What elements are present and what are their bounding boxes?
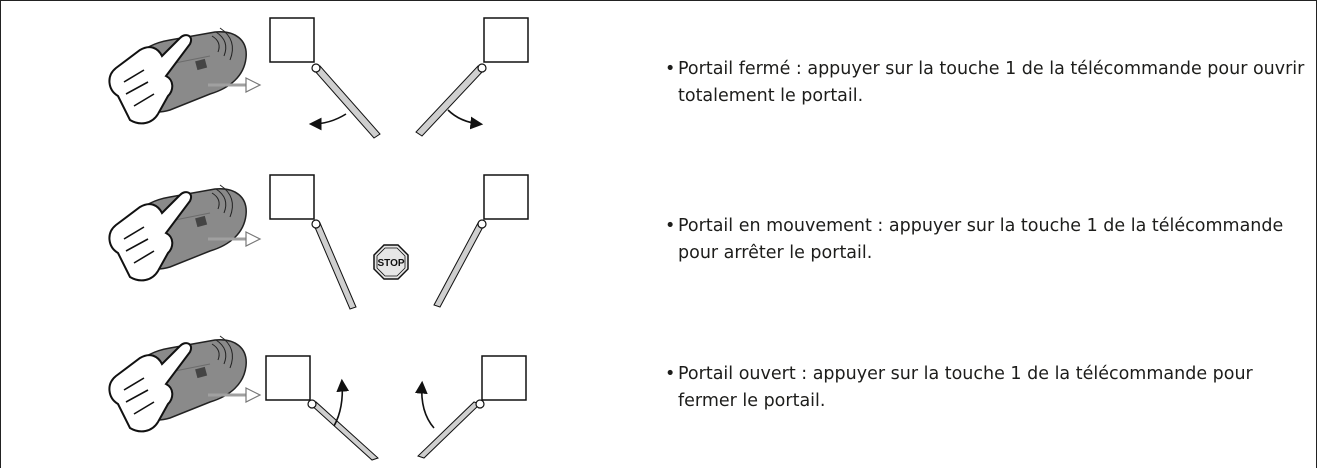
hand-icon xyxy=(108,342,192,433)
gate-leaf-right xyxy=(415,63,487,137)
instruction-row-closed: • Portail fermé : appuyer sur la touche … xyxy=(0,10,1318,160)
pillar-right xyxy=(483,174,529,220)
gate-illustration xyxy=(108,335,527,461)
bullet-icon: • xyxy=(665,216,676,236)
pillar-left xyxy=(269,17,315,63)
hand-icon xyxy=(108,191,192,282)
gate-leaf-right xyxy=(417,399,485,459)
gate-illustration: STOP xyxy=(108,174,529,310)
gate-illustration xyxy=(108,17,529,139)
instruction-text: • Portail en mouvement : appuyer sur la … xyxy=(665,213,1310,267)
gate-close-arrows-icon xyxy=(333,378,435,429)
bullet-icon: • xyxy=(665,364,676,384)
gate-open-arrows-icon xyxy=(308,109,484,131)
signal-arrow-icon xyxy=(208,231,262,247)
pillar-left xyxy=(269,174,315,220)
gate-leaf-left xyxy=(311,63,381,139)
instruction-row-moving: STOP • Portail en mouvement : appuyer su… xyxy=(0,167,1318,317)
instruction-text: • Portail ouvert : appuyer sur la touche… xyxy=(665,361,1310,415)
instruction-row-open: • Portail ouvert : appuyer sur la touche… xyxy=(0,318,1318,468)
gate-leaf-right xyxy=(433,219,487,308)
signal-arrow-icon xyxy=(208,387,262,403)
instruction-text-moving: Portail en mouvement : appuyer sur la to… xyxy=(678,216,1284,263)
gate-leaf-left xyxy=(307,399,379,461)
instruction-text-closed: Portail fermé : appuyer sur la touche 1 … xyxy=(678,59,1305,106)
bullet-icon: • xyxy=(665,59,676,79)
stop-label: STOP xyxy=(377,258,404,269)
hand-icon xyxy=(108,34,192,125)
pillar-left xyxy=(265,355,311,401)
stop-sign-icon: STOP xyxy=(373,244,409,280)
pillar-right xyxy=(481,355,527,401)
instruction-text-open: Portail ouvert : appuyer sur la touche 1… xyxy=(678,364,1253,411)
pillar-right xyxy=(483,17,529,63)
signal-arrow-icon xyxy=(208,77,262,93)
instruction-text: • Portail fermé : appuyer sur la touche … xyxy=(665,56,1310,110)
gate-leaf-left xyxy=(311,219,357,310)
